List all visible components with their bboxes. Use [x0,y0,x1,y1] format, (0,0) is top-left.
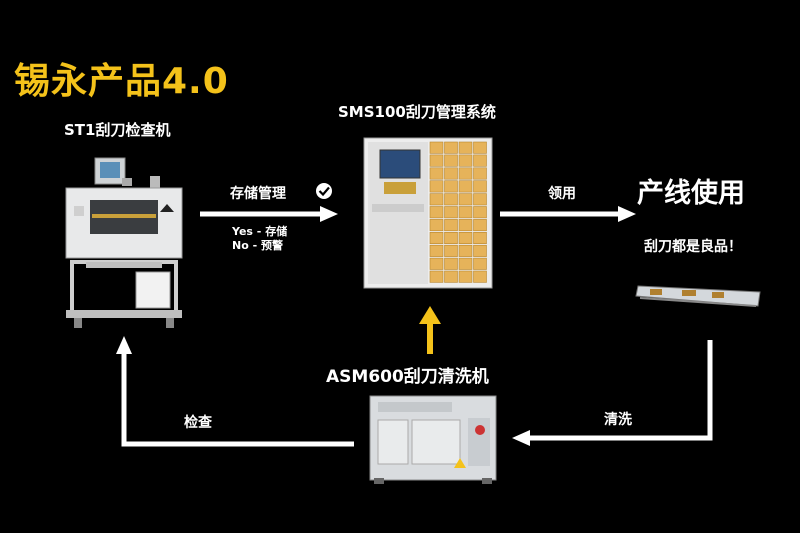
inspect-label: 检查 [184,415,212,431]
locker-door [429,232,444,245]
locker-door [473,270,487,283]
locker-door [429,206,444,219]
locker-door [429,141,444,154]
locker-door [458,206,473,219]
locker-door [458,244,473,257]
sms100-label: SMS100刮刀管理系统 [338,103,496,121]
locker-door [444,244,458,257]
arrow-clean [512,340,713,446]
arrow-return-yellow [419,306,441,354]
asm600-washer-illustration [369,395,497,484]
locker-door [473,244,487,257]
locker-door [444,206,458,219]
locker-door [458,154,473,167]
locker-door [473,219,487,232]
scraper-blade-illustration [635,285,761,307]
locker-door [429,270,444,283]
locker-door [429,219,444,232]
locker-door [458,141,473,154]
page-title: 锡永产品4.0 [14,61,229,102]
locker-door [444,154,458,167]
st1-machine-illustration [65,157,183,328]
locker-door [458,167,473,180]
collect-label: 领用 [548,186,576,202]
locker-door [444,219,458,232]
locker-door [458,270,473,283]
locker-door [429,257,444,270]
locker-door [429,180,444,193]
arrow-collect [500,206,636,222]
clean-label: 清洗 [604,412,632,428]
storage-yes-label: Yes - 存储 [232,225,288,238]
locker-door [473,167,487,180]
asm600-label: ASM600刮刀清洗机 [326,367,489,387]
locker-door [473,193,487,206]
locker-door [444,141,458,154]
locker-door [458,193,473,206]
locker-door [458,219,473,232]
locker-door [458,257,473,270]
locker-door [429,167,444,180]
locker-door [444,232,458,245]
locker-door [444,180,458,193]
locker-door [473,141,487,154]
locker-door [429,154,444,167]
locker-door [429,244,444,257]
production-sublabel: 刮刀都是良品！ [644,239,742,255]
locker-door [473,180,487,193]
locker-door [429,193,444,206]
locker-door [473,232,487,245]
arrow-inspect [116,336,354,447]
locker-door [444,167,458,180]
check-circle-icon [316,183,332,199]
production-label: 产线使用 [637,178,745,209]
arrow-storage [200,206,338,222]
locker-door [473,257,487,270]
locker-door [473,154,487,167]
storage-label: 存储管理 [230,186,286,202]
locker-door [444,270,458,283]
locker-door [444,257,458,270]
storage-no-label: No - 预警 [232,239,283,252]
locker-door [473,206,487,219]
st1-label: ST1刮刀检查机 [64,121,171,139]
locker-door [444,193,458,206]
sms100-cabinet-illustration [363,137,493,289]
locker-door [458,180,473,193]
locker-door [458,232,473,245]
